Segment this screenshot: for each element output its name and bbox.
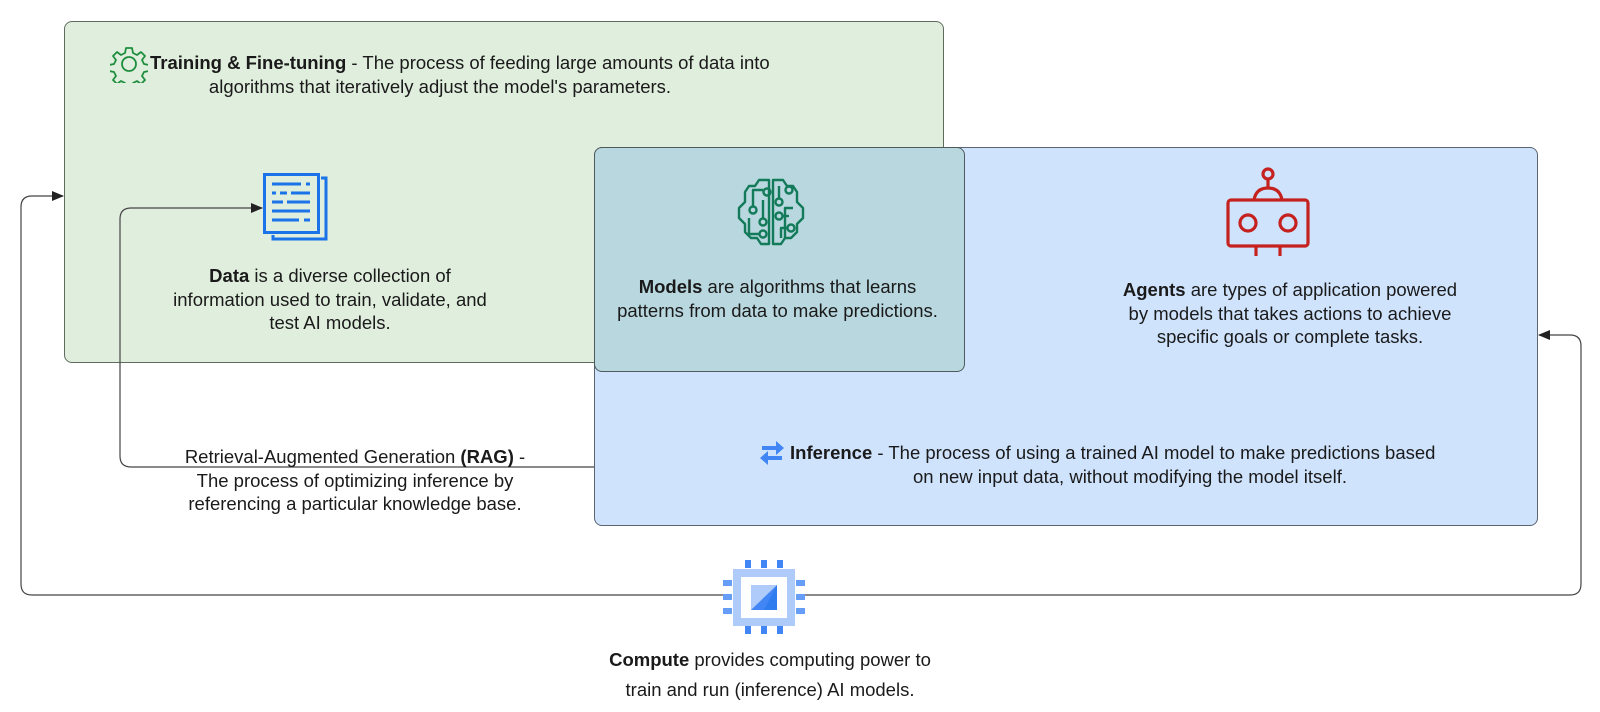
rag-line-3: referencing a particular knowledge base. <box>188 493 522 514</box>
training-title-line: Training & Fine-tuning - The process of … <box>150 51 810 75</box>
training-title: Training & Fine-tuning <box>150 52 347 73</box>
brain-circuit-icon <box>735 176 807 248</box>
agents-title: Agents <box>1122 279 1186 300</box>
rag-line-2: The process of optimizing inference by <box>196 469 514 491</box>
rag-title: (RAG) <box>460 446 514 467</box>
rag-description: Retrieval-Augmented Generation (RAG) - T… <box>160 445 550 516</box>
data-description: Data is a diverse collection of informat… <box>160 264 500 335</box>
inference-description-2: on new input data, without modifying the… <box>913 466 1347 487</box>
agents-line-1: are types of application powered <box>1185 279 1458 300</box>
training-inference-overlap <box>594 147 965 372</box>
agents-description: Agents are types of application powered … <box>1105 278 1475 349</box>
rag-line-1-suffix: - <box>513 446 526 467</box>
compute-line-2: train and run (inference) AI models. <box>625 679 915 700</box>
inference-title: Inference <box>790 442 873 463</box>
models-description: Models are algorithms that learns patter… <box>600 275 955 322</box>
data-line-1: is a diverse collection of <box>249 265 451 286</box>
agents-line-2: by models that takes actions to achieve <box>1128 302 1452 324</box>
models-title: Models <box>638 276 703 297</box>
rag-connector <box>119 203 594 468</box>
swap-arrows-icon <box>758 440 786 466</box>
training-description-2: algorithms that iteratively adjust the m… <box>208 76 672 97</box>
data-title: Data <box>209 265 250 286</box>
gear-icon <box>108 45 150 89</box>
models-line-2: patterns from data to make predictions. <box>617 299 938 321</box>
training-description-1: - The process of feeding large amounts o… <box>346 52 770 73</box>
agents-line-3: specific goals or complete tasks. <box>1156 326 1424 347</box>
rag-line-1-prefix: Retrieval-Augmented Generation <box>184 446 461 467</box>
data-line-3: test AI models. <box>269 312 391 333</box>
data-line-2: information used to train, validate, and <box>173 288 487 310</box>
inference-title-line: Inference - The process of using a train… <box>790 441 1480 465</box>
compute-title: Compute <box>609 649 690 670</box>
robot-icon <box>1226 166 1310 256</box>
compute-description: Compute provides computing power to trai… <box>580 645 960 705</box>
compute-to-inference-connector <box>804 330 1582 596</box>
document-icon <box>263 173 331 241</box>
compute-line-1: provides computing power to <box>689 649 931 670</box>
compute-to-training-connector <box>20 191 724 596</box>
models-line-1: are algorithms that learns <box>702 276 917 297</box>
inference-description-1: - The process of using a trained AI mode… <box>872 442 1436 463</box>
chip-icon <box>723 560 805 634</box>
